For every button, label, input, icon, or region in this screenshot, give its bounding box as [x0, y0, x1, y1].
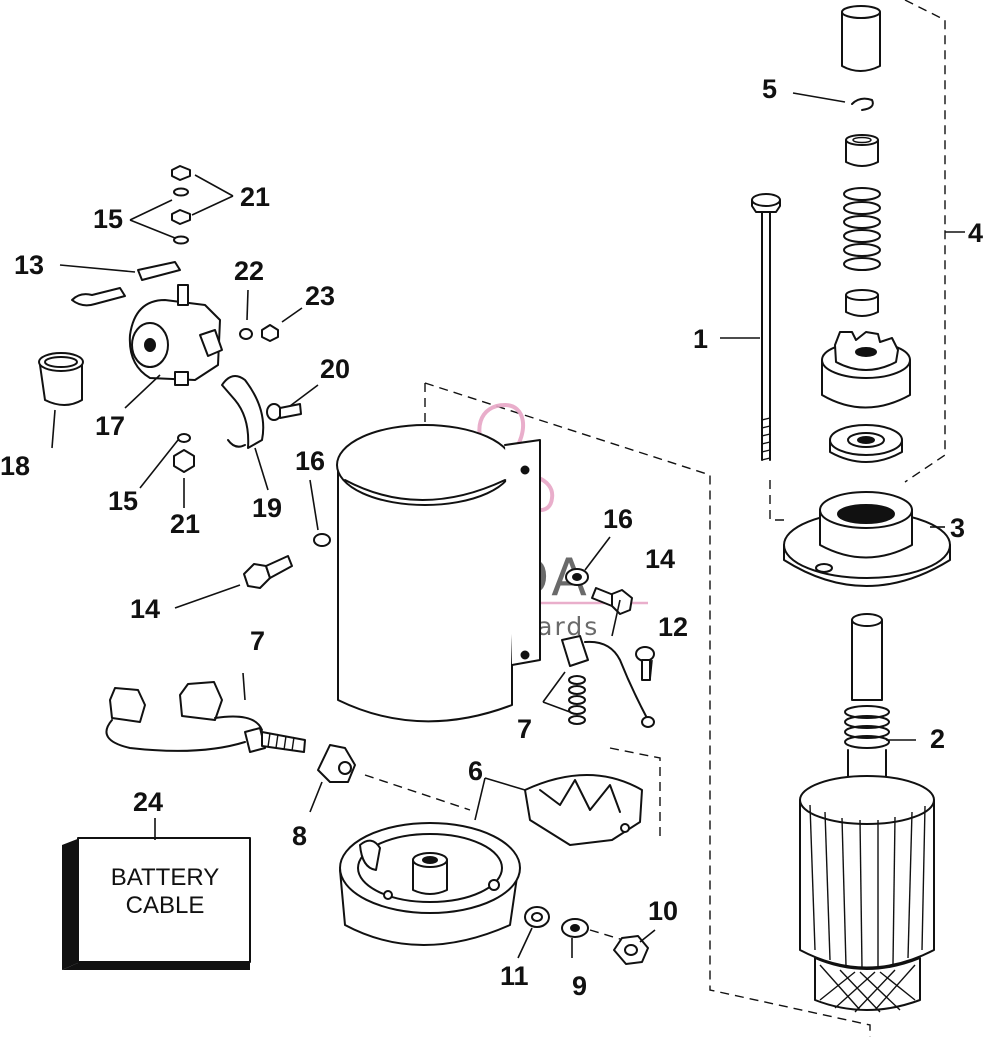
- bolt-14-right: [591, 587, 633, 615]
- callout-20: 20: [320, 354, 350, 384]
- washer-16-right: [565, 568, 589, 586]
- callout-21-bottom: 21: [170, 509, 200, 539]
- callout-8: 8: [292, 821, 307, 851]
- callout-4: 4: [968, 218, 983, 248]
- callout-12: 12: [658, 612, 688, 642]
- callout-6: 6: [468, 756, 483, 786]
- callout-24: 24: [133, 787, 163, 817]
- battery-cable-label-box: BATTERY CABLE: [62, 837, 251, 970]
- bolt-14-left: [243, 555, 293, 589]
- callout-7-left: 7: [250, 626, 265, 656]
- callout-7-right: 7: [517, 714, 532, 744]
- leader-lines: [51, 92, 965, 959]
- callout-13: 13: [14, 250, 44, 280]
- callout-16-left: 16: [295, 446, 325, 476]
- pinion-drive-assembly: [821, 5, 911, 463]
- callout-14-right: 14: [645, 544, 675, 574]
- brush-set-right: [561, 635, 655, 728]
- mounting-bracket: [221, 375, 265, 449]
- callout-10: 10: [648, 896, 678, 926]
- callout-14-left: 14: [130, 594, 160, 624]
- callout-3: 3: [950, 513, 965, 543]
- callout-11: 11: [500, 961, 529, 991]
- boot-ring: [38, 352, 84, 406]
- screw-20: [266, 403, 302, 421]
- callout-2: 2: [930, 724, 945, 754]
- callout-numbers: 1 2 3 4 5 6 7 7 8 9 10 11 12 13 14 14 15…: [0, 74, 983, 1001]
- brush-holder-plate: [524, 774, 643, 846]
- callout-15-top: 15: [93, 204, 123, 234]
- callout-18: 18: [0, 451, 30, 481]
- battery-label-line1: BATTERY: [111, 864, 219, 891]
- callout-19: 19: [252, 493, 282, 523]
- nut-washer-22-23: [239, 324, 279, 342]
- armature: [799, 613, 935, 1013]
- callout-21-top: 21: [240, 182, 270, 212]
- washer-nut-lower: [173, 433, 195, 473]
- callout-1: 1: [693, 324, 708, 354]
- callout-22: 22: [234, 256, 264, 286]
- nut-10: [613, 935, 649, 965]
- callout-23: 23: [305, 281, 335, 311]
- callout-9: 9: [572, 971, 587, 1001]
- motor-frame-housing: [336, 424, 541, 723]
- insulator-11: [524, 906, 550, 928]
- terminal-clip-8: [317, 744, 356, 783]
- through-bolt: [751, 193, 781, 461]
- drive-end-cap: [783, 491, 951, 587]
- callout-16-right: 16: [603, 504, 633, 534]
- solenoid-assembly: [71, 165, 223, 386]
- callout-5: 5: [762, 74, 777, 104]
- brush-set-left: [105, 681, 306, 753]
- callout-15-bottom: 15: [108, 486, 138, 516]
- washer-9: [561, 918, 589, 938]
- callout-17: 17: [95, 411, 125, 441]
- commutator-end-cap: [339, 822, 521, 946]
- battery-label-line2: CABLE: [126, 892, 205, 919]
- lockwasher-16-left: [313, 533, 331, 547]
